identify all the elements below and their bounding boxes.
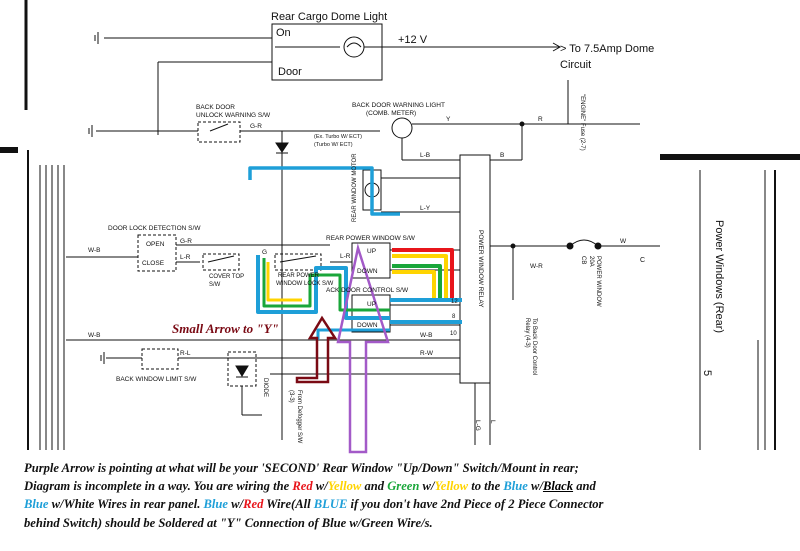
wire-code-r: R <box>538 116 543 123</box>
wire-code-gr-2: G-R <box>180 238 192 245</box>
back-window-limit-switch <box>100 348 262 416</box>
caption-line-2: Diagram is incomplete in a way. You are … <box>24 479 596 494</box>
wire-code-lr: L-R <box>340 253 351 260</box>
back-door-unlock-label-b: UNLOCK WARNING S/W <box>196 112 271 119</box>
wire-code-c: C <box>640 257 645 264</box>
wire-code-wb-1: W-B <box>88 247 101 254</box>
wire-code-lg: L-G <box>474 420 481 431</box>
wire-blue-main <box>248 166 400 216</box>
up-label-2: UP <box>367 301 376 308</box>
from-defogger-label-a: From Defogger S/W <box>296 390 302 444</box>
wire-code-rw: R-W <box>420 350 434 357</box>
to-back-door-label-b: Relay (4-3) <box>524 318 530 348</box>
purple-arrow <box>336 243 390 454</box>
back-door-control-label: ACK DOOR CONTROL S/W <box>326 287 409 294</box>
warning-light-circuit <box>391 80 640 161</box>
page-number: 5 <box>701 370 713 376</box>
fuse-label-b: POWER WINDOW <box>595 256 601 307</box>
wire-code-ly: L-Y <box>420 205 431 212</box>
wire-code-labels: G-R L-B L-Y Y R B L-R W-B W-B W-B R-L R-… <box>88 116 645 431</box>
cover-top-label-a: COVER TOP <box>209 274 244 280</box>
circuit-breaker <box>474 239 660 445</box>
down-label-1: DOWN <box>357 268 378 275</box>
dome-circuit-label-b: Circuit <box>560 59 591 71</box>
page-title: Power Windows (Rear) <box>713 220 725 333</box>
wire-code-y: Y <box>446 116 451 123</box>
open-label: OPEN <box>146 241 165 248</box>
wire-code-l: L <box>489 420 496 424</box>
rear-motor-label: REAR WINDOW MOTOR <box>352 153 358 222</box>
wire-code-w: W <box>620 238 627 245</box>
from-defogger-label-b: (3-3) <box>288 390 294 403</box>
highlight-wires <box>248 166 462 340</box>
door-lock-detect-label: DOOR LOCK DETECTION S/W <box>108 225 201 232</box>
wire-code-lb: L-B <box>420 152 430 159</box>
caption-line-3: Blue w/White Wires in rear panel. Blue w… <box>24 497 604 512</box>
small-arrow <box>295 315 338 384</box>
diode-label: DIODE <box>262 378 268 397</box>
relay-label: POWER WINDOW RELAY <box>477 230 484 308</box>
wire-code-b: B <box>500 152 504 159</box>
wire-code-wb-3: W-B <box>420 332 433 339</box>
wire-blue-loop <box>256 255 390 320</box>
back-door-unlock-label-a: BACK DOOR <box>196 104 235 111</box>
caption: Purple Arrow is pointing at what will be… <box>24 459 784 532</box>
pin-10: 10 <box>450 331 457 337</box>
pin-12: 12 <box>451 299 458 305</box>
fuse-label-a: 20A <box>588 256 594 267</box>
pin-8: 8 <box>452 314 456 320</box>
back-door-light-label-a: BACK DOOR WARNING LIGHT <box>352 102 445 109</box>
wire-green <box>392 264 442 302</box>
scan-edges <box>0 0 800 450</box>
cover-top-label-b: S/W <box>209 282 221 288</box>
power-window-relay <box>459 154 491 384</box>
turbo-label-b: (Turbo W/ ECT) <box>314 142 353 148</box>
component-labels: BACK DOOR UNLOCK WARNING S/W BACK DOOR W… <box>108 94 725 444</box>
wire-code-lr-2: L-R <box>180 254 191 261</box>
back-door-unlock-switch <box>88 121 380 440</box>
wire-yellow-1 <box>392 254 448 300</box>
small-arrow-annotation: Small Arrow to "Y" <box>172 321 279 336</box>
rear-power-lock-label-a: REAR POWER <box>278 273 320 279</box>
voltage-label: +12 V <box>398 34 428 46</box>
rear-pw-switch-label: REAR POWER WINDOW S/W <box>326 235 416 242</box>
down-label-2: DOWN <box>357 322 378 329</box>
wire-yellow-2 <box>392 270 436 302</box>
dome-circuit-label-a: > To 7.5Amp Dome <box>560 43 654 55</box>
wire-code-wr: W-R <box>530 263 543 270</box>
wire-green-loop <box>262 258 390 312</box>
wire-code-wb-2: W-B <box>88 332 101 339</box>
turbo-label-a: (Ex. Turbo W/ ECT) <box>314 134 362 140</box>
caption-line-4: behind Switch) should be Soldered at "Y"… <box>24 515 433 530</box>
dome-on-label: On <box>276 27 291 39</box>
caption-line-1: Purple Arrow is pointing at what will be… <box>24 461 579 475</box>
wire-code-g: G <box>262 249 267 256</box>
wire-code-rl: R-L <box>180 350 191 357</box>
dome-light-title: Rear Cargo Dome Light <box>271 11 387 23</box>
back-window-limit-label: BACK WINDOW LIMIT S/W <box>116 376 197 383</box>
dome-light-labels: Rear Cargo Dome Light On Door +12 V > To… <box>271 11 654 78</box>
engine-fuse-label: "ENGINE" Fuse (2-7) <box>579 94 585 151</box>
up-label-1: UP <box>367 248 376 255</box>
close-label: CLOSE <box>142 260 165 267</box>
dome-light-box <box>94 23 562 135</box>
wire-yellow-loop <box>266 262 302 302</box>
rear-window-motor <box>362 169 460 213</box>
dome-door-label: Door <box>278 66 302 78</box>
fuse-label-c: CB <box>580 256 586 264</box>
wire-red <box>392 248 454 300</box>
rear-power-lock-label-b: WINDOW LOCK S/W <box>276 281 334 287</box>
to-back-door-label-a: To Back Door Control <box>531 318 537 375</box>
wire-code-gr: G-R <box>250 123 262 130</box>
wire-blue-lower <box>316 328 390 340</box>
door-lock-detection-switch <box>66 234 330 272</box>
back-door-light-label-b: (COMB. METER) <box>366 110 416 117</box>
